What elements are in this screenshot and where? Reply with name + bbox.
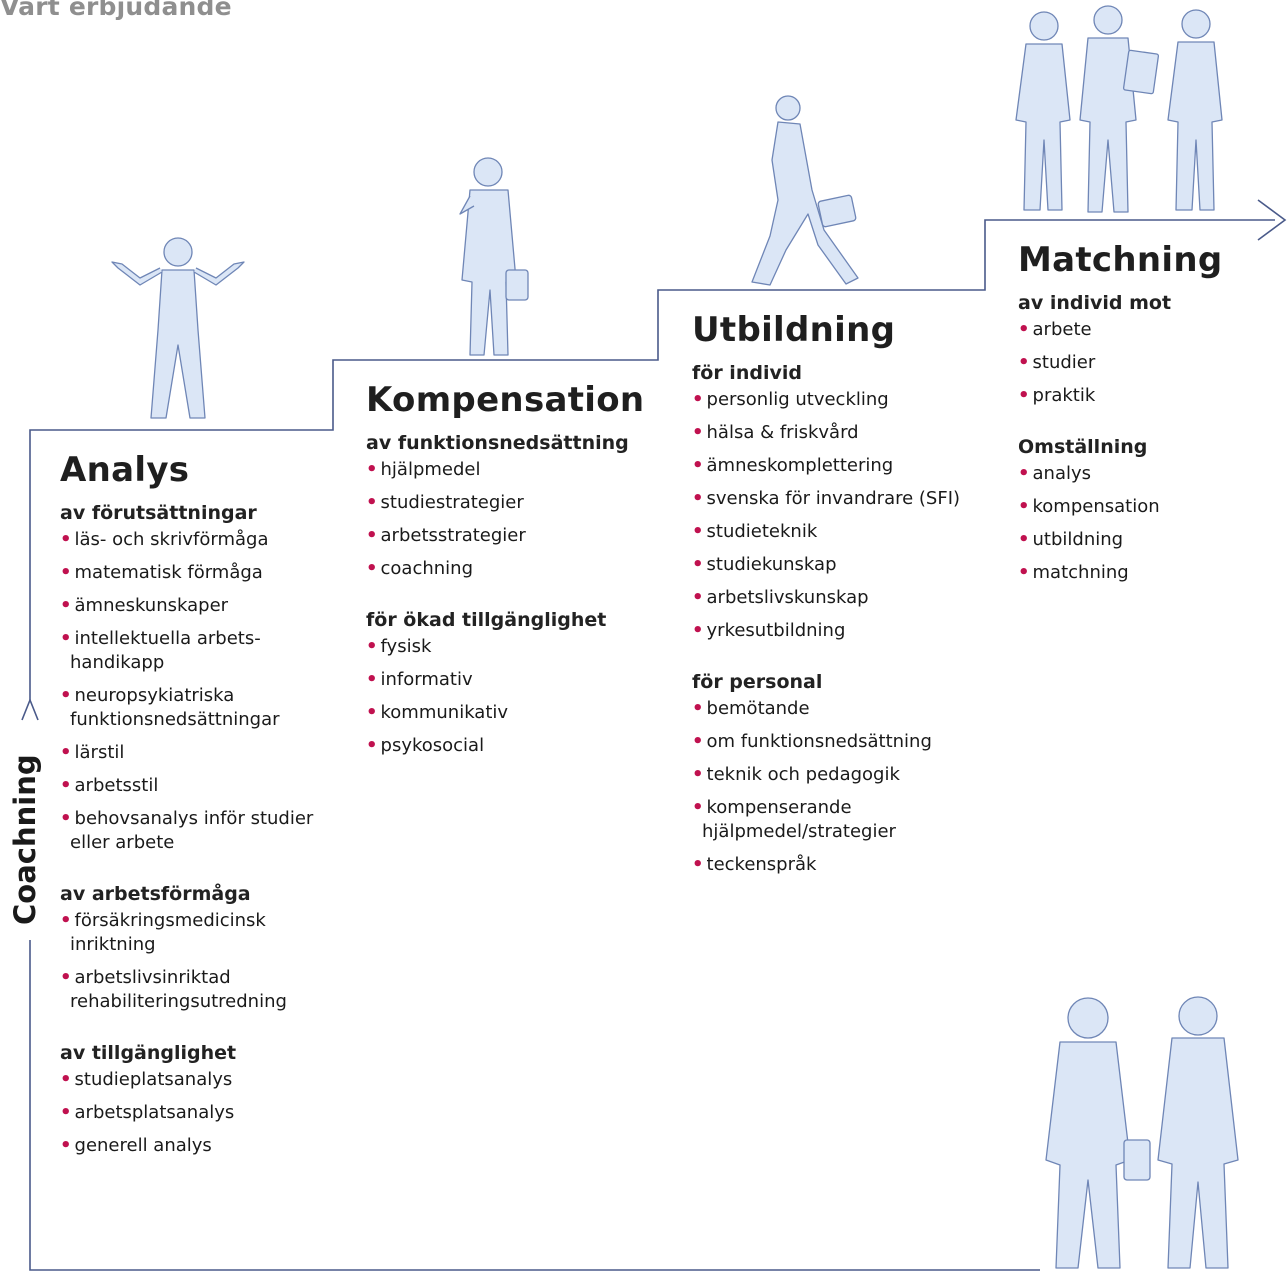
coaching-axis-arrow	[21, 697, 39, 721]
bullet-list: fysisk informativ kommunikativ psykosocial	[366, 635, 656, 758]
item-group: för personal bemötande om funktionsnedsätt…	[692, 671, 982, 877]
group-title: av individ mot	[1018, 292, 1172, 314]
list-item: studier	[1018, 351, 1268, 375]
list-item: teckenspråk	[692, 853, 982, 877]
list-item: utbildning	[1018, 528, 1268, 552]
list-item: läs- och skrivförmåga	[60, 528, 340, 552]
list-item: bemötande	[692, 697, 982, 721]
person-shrugging-icon	[111, 237, 245, 419]
bullet-list: analys kompensation utbildning matchning	[1018, 462, 1268, 585]
list-item: matematisk förmåga	[60, 561, 340, 585]
list-item: arbetsstil	[60, 774, 340, 798]
list-item: kommunikativ	[366, 701, 656, 725]
list-item: arbetslivsinriktad rehabiliteringsutredn…	[60, 966, 340, 1014]
list-item: försäkringsmedicinsk inriktning	[60, 909, 340, 957]
group-title: av arbetsförmåga	[60, 883, 251, 905]
list-item: informativ	[366, 668, 656, 692]
list-item: lärstil	[60, 741, 340, 765]
list-item: coachning	[366, 557, 656, 581]
group-title: Omställning	[1018, 436, 1148, 458]
list-item: arbetsplatsanalys	[60, 1101, 340, 1125]
group-title: för ökad tillgänglighet	[366, 609, 607, 631]
list-item: ämneskomplettering	[692, 454, 982, 478]
list-item: yrkesutbildning	[692, 619, 982, 643]
bullet-list: hjälpmedel studiestrategier arbetsstrategi…	[366, 458, 656, 581]
item-group: av arbetsförmåga försäkringsmedicinsk inr…	[60, 883, 340, 1014]
list-item: arbetsstrategier	[366, 524, 656, 548]
coaching-label: Coachning	[8, 754, 42, 925]
person-on-phone-icon	[459, 157, 529, 356]
list-item: neuropsykiatriska funktionsnedsättningar	[60, 684, 340, 732]
list-item: matchning	[1018, 561, 1268, 585]
list-item: personlig utveckling	[692, 388, 982, 412]
list-item: intellektuella arbets- handikapp	[60, 627, 340, 675]
list-item: hälsa & friskvård	[692, 421, 982, 445]
group-title: av förutsättningar	[60, 502, 257, 524]
group-title: av funktionsnedsättning	[366, 432, 629, 454]
bullet-list: arbete studier praktik	[1018, 318, 1268, 408]
person-walking-icon	[751, 95, 859, 286]
bullet-list: läs- och skrivförmåga matematisk förmåga ä…	[60, 528, 340, 855]
column-heading: Utbildning	[692, 310, 896, 350]
list-item: teknik och pedagogik	[692, 763, 982, 787]
column-heading: Kompensation	[366, 380, 645, 420]
list-item: fysisk	[366, 635, 656, 659]
staircase-line	[29, 219, 1275, 700]
column-kompensation: Kompensation av funktionsnedsättning hjäl…	[366, 380, 656, 786]
list-item: kompenserande hjälpmedel/strategier	[692, 796, 982, 844]
coaching-axis-line	[29, 940, 1040, 1271]
list-item: studieteknik	[692, 520, 982, 544]
list-item: om funktionsnedsättning	[692, 730, 982, 754]
list-item: svenska för invandrare (SFI)	[692, 487, 982, 511]
list-item: ämneskunskaper	[60, 594, 340, 618]
group-title: för personal	[692, 671, 823, 693]
list-item: studieplatsanalys	[60, 1068, 340, 1092]
list-item: generell analys	[60, 1134, 340, 1158]
item-group: av tillgänglighet studieplatsanalys arbets…	[60, 1042, 340, 1158]
item-group: av individ mot arbete studier praktik	[1018, 292, 1268, 408]
item-group: av förutsättningar läs- och skrivförmåga m…	[60, 502, 340, 855]
bullet-list: bemötande om funktionsnedsättning teknik o…	[692, 697, 982, 877]
list-item: hjälpmedel	[366, 458, 656, 482]
bullet-list: studieplatsanalys arbetsplatsanalys genere…	[60, 1068, 340, 1158]
group-title: för individ	[692, 362, 802, 384]
list-item: arbetslivskunskap	[692, 586, 982, 610]
list-item: behovsanalys inför studier eller arbete	[60, 807, 340, 855]
column-matchning: Matchning av individ mot arbete studier pra…	[1018, 240, 1268, 613]
item-group: för individ personlig utveckling hälsa & f…	[692, 362, 982, 643]
list-item: arbete	[1018, 318, 1268, 342]
list-item: analys	[1018, 462, 1268, 486]
list-item: psykosocial	[366, 734, 656, 758]
column-heading: Analys	[60, 450, 190, 490]
item-group: av funktionsnedsättning hjälpmedel studies…	[366, 432, 656, 581]
bullet-list: försäkringsmedicinsk inriktning arbetsliv…	[60, 909, 340, 1014]
arrow-right-icon	[1257, 199, 1287, 241]
list-item: studiestrategier	[366, 491, 656, 515]
bullet-list: personlig utveckling hälsa & friskvård ämn…	[692, 388, 982, 643]
list-item: kompensation	[1018, 495, 1268, 519]
pair-standing-icon	[1045, 996, 1239, 1269]
item-group: Omställning analys kompensation utbildning m…	[1018, 436, 1268, 585]
page-title: Vårt erbjudande	[0, 0, 232, 21]
item-group: för ökad tillgänglighet fysisk informativ k…	[366, 609, 656, 758]
column-utbildning: Utbildning för individ personlig utveckli…	[692, 310, 982, 905]
column-analys: Analys av förutsättningar läs- och skrivf…	[60, 450, 340, 1186]
list-item: praktik	[1018, 384, 1268, 408]
group-of-three-icon	[1015, 5, 1223, 213]
column-heading: Matchning	[1018, 240, 1223, 280]
group-title: av tillgänglighet	[60, 1042, 237, 1064]
list-item: studiekunskap	[692, 553, 982, 577]
